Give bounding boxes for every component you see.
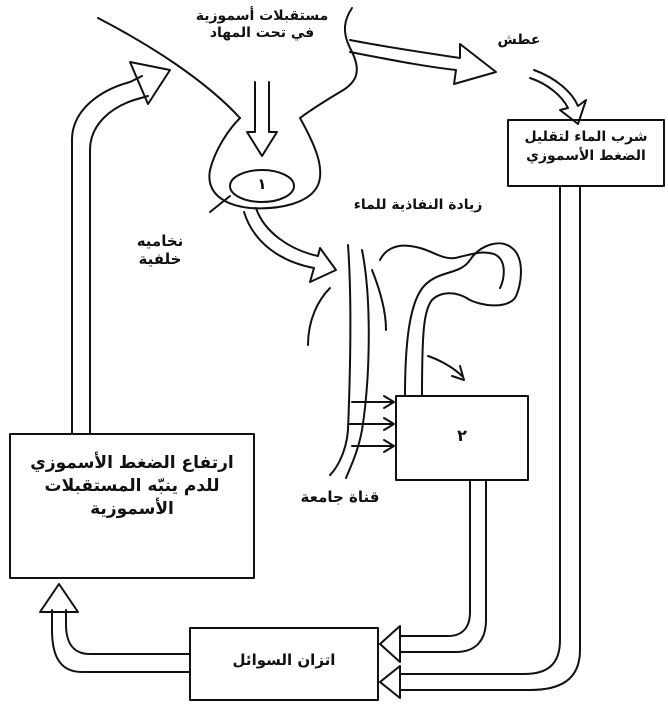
box2-to-fluid-outer [399, 479, 487, 653]
box-2-number: ٢ [457, 426, 467, 445]
osmotic-box-text: ارتفاع الضغط الأسموزي للدم ينبّه المستقب… [30, 453, 234, 519]
pituitary-lobe [229, 169, 295, 203]
pituitary-pointer [209, 195, 231, 213]
drink-box-text: شرب الماء لتقليل الضغط الأسموزي [524, 129, 648, 164]
pituitary-number: ١ [257, 175, 267, 193]
drink-arrowhead [379, 665, 401, 699]
osmotic-box [9, 433, 255, 579]
nephron-loop-inner [379, 244, 505, 289]
collecting-duct-outer [371, 269, 387, 331]
collecting-duct-left [307, 287, 331, 346]
osmoreceptors-label: مستقبلات أسموزية في تحت المهاد [195, 8, 329, 41]
box2-arrowhead [379, 625, 401, 663]
loop-arrow [427, 355, 463, 377]
feedback-arrowhead [129, 61, 171, 105]
water-arrow-2-head [383, 417, 395, 431]
brain-outline [97, 17, 241, 119]
thirst-to-drink-arrow [529, 69, 587, 125]
loop-arrow-head [451, 365, 465, 381]
fluid-to-osmotic-pipe [51, 609, 191, 673]
nephron-loop [404, 242, 522, 397]
fluid-box [189, 627, 379, 701]
posterior-pituitary-label: نخاميه خلفية [136, 232, 184, 268]
thirst-label: عطش [497, 32, 541, 48]
collecting-duct-main [329, 244, 352, 476]
thirst-arrow [349, 39, 497, 85]
brain-outline-right [299, 7, 358, 119]
down-arrow [246, 81, 278, 157]
fluid-to-osmotic-head [39, 583, 79, 613]
box-2 [395, 395, 529, 481]
water-arrow-3-head [383, 439, 395, 453]
adh-arrow [243, 207, 337, 283]
pituitary-gland [208, 117, 322, 210]
permeability-label: زيادة النفاذية للماء [353, 197, 483, 213]
drink-to-fluid-outer [399, 185, 581, 691]
fluid-box-text: اتزان السوائل [232, 651, 336, 669]
feedback-left-outer [71, 75, 143, 435]
water-arrow-1-head [383, 395, 395, 409]
drink-to-fluid-inner [399, 185, 561, 675]
feedback-left-inner [89, 95, 149, 435]
collecting-duct-label: قناة جامعة [300, 488, 380, 506]
box2-to-fluid-inner [399, 479, 471, 637]
collecting-duct-right [345, 249, 370, 479]
drink-box [507, 119, 665, 187]
